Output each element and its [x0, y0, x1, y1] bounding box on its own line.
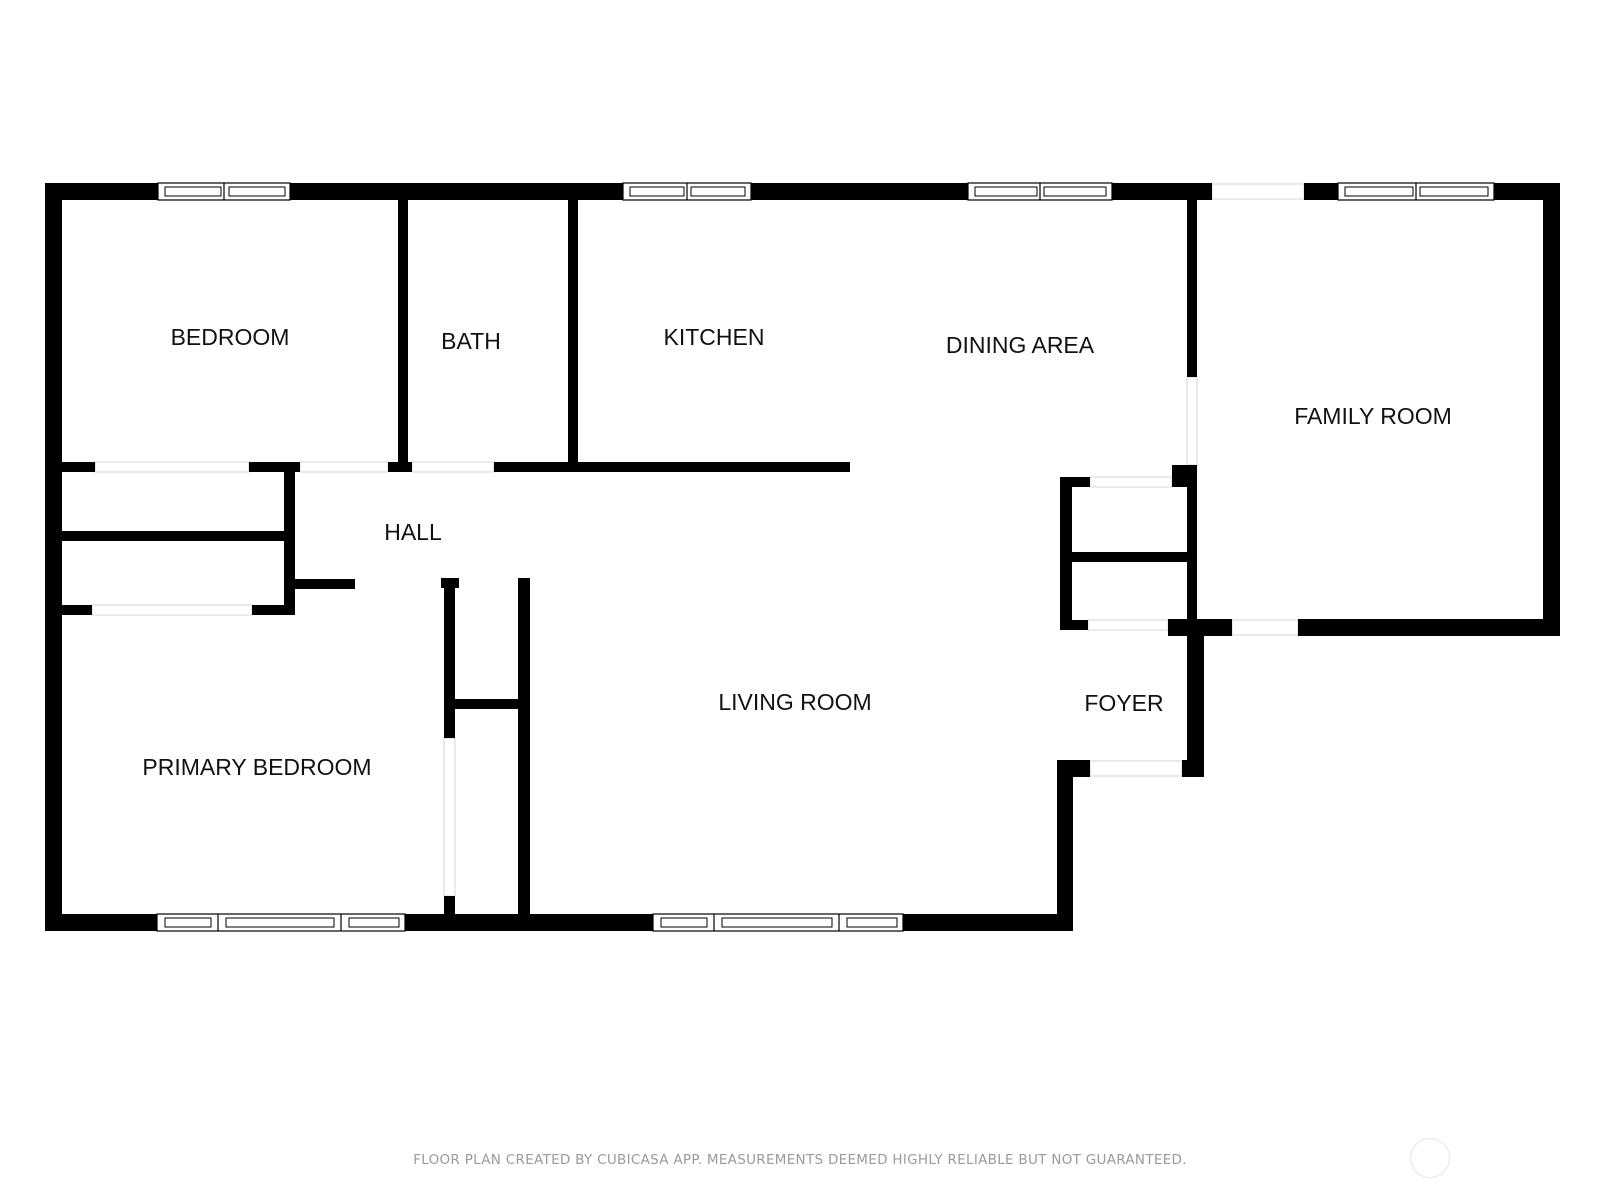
window-kitchen — [622, 182, 752, 201]
windows — [156, 182, 1495, 932]
room-label-kitchen: KITCHEN — [664, 324, 765, 350]
floor-plan-disclaimer: FLOOR PLAN CREATED BY CUBICASA APP. MEAS… — [413, 1152, 1187, 1168]
room-label-bath: BATH — [441, 328, 501, 354]
window-bedroom — [157, 182, 291, 201]
room-label-family-room: FAMILY ROOM — [1294, 403, 1452, 429]
room-labels: BEDROOM BATH KITCHEN DINING AREA FAMILY … — [142, 324, 1451, 780]
window-family-room — [1337, 182, 1495, 201]
walls — [45, 183, 1560, 931]
watermark-logo-icon — [1410, 1138, 1450, 1178]
room-label-dining-area: DINING AREA — [946, 332, 1095, 358]
room-label-foyer: FOYER — [1084, 690, 1163, 716]
room-label-hall: HALL — [384, 519, 442, 545]
window-living-room — [652, 913, 904, 932]
window-primary-bedroom — [156, 913, 406, 932]
room-label-living-room: LIVING ROOM — [718, 689, 871, 715]
room-label-bedroom: BEDROOM — [171, 324, 290, 350]
room-label-primary-bedroom: PRIMARY BEDROOM — [142, 754, 371, 780]
window-dining — [967, 182, 1113, 201]
